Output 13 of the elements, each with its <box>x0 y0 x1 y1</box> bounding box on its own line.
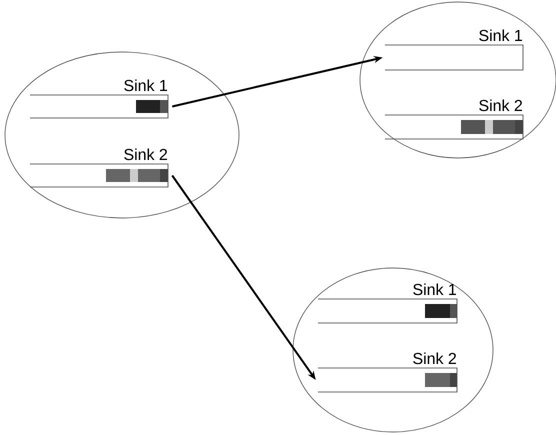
sample-ellipse <box>4 52 240 218</box>
sink-track: Sink 1 <box>318 283 458 324</box>
sink-track: Sink 1 <box>30 79 168 118</box>
node-label: Sink 1 <box>124 79 167 92</box>
sink-track: Sink 2 <box>30 148 168 188</box>
sink-track: Sink 1 <box>384 29 524 70</box>
node-label: Sink 2 <box>413 352 456 364</box>
sample-ellipse <box>292 268 494 432</box>
node-label: Sink 2 <box>479 99 522 112</box>
node-label: Sink 2 <box>124 148 167 160</box>
sink-track: Sink 2 <box>318 352 458 392</box>
node-label: Sink 1 <box>413 283 456 296</box>
sink-track: Sink 2 <box>384 99 524 140</box>
